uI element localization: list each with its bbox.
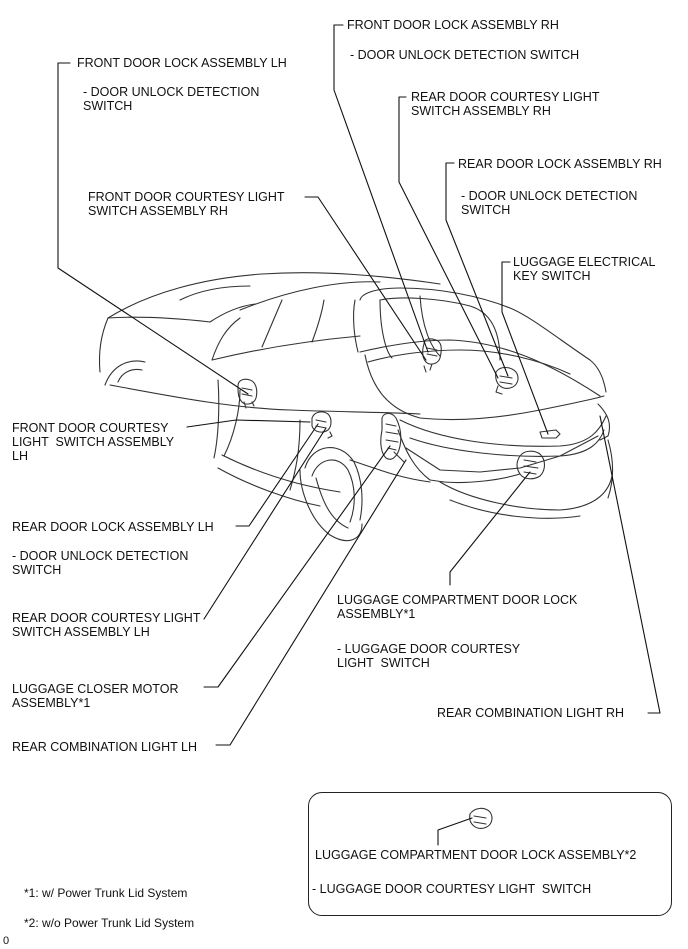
component-front-lock-rh: [422, 338, 442, 373]
label-front-door-lock-rh-sub: - DOOR UNLOCK DETECTION SWITCH: [350, 48, 580, 62]
label-rear-combination-light-lh: REAR COMBINATION LIGHT LH: [12, 740, 197, 754]
component-front-lock-lh: [237, 378, 258, 409]
label-front-door-lock-lh-sub: - DOOR UNLOCK DETECTION SWITCH: [83, 85, 260, 113]
label-rear-door-lock-rh: REAR DOOR LOCK ASSEMBLY RH: [458, 157, 662, 171]
label-front-door-lock-lh: FRONT DOOR LOCK ASSEMBLY LH: [77, 56, 287, 70]
footnote-1: *1: w/ Power Trunk Lid System: [24, 886, 188, 900]
inset-box-luggage-lock-2: [308, 792, 672, 916]
label-luggage-compartment-door-lock-1-sub: - LUGGAGE DOOR COURTESY LIGHT SWITCH: [337, 642, 521, 670]
component-luggage-closer: [380, 412, 405, 463]
label-rear-door-lock-lh-sub: - DOOR UNLOCK DETECTION SWITCH: [12, 549, 189, 577]
label-rear-combination-light-rh: REAR COMBINATION LIGHT RH: [437, 706, 625, 720]
component-rear-lock-rh: [495, 366, 519, 395]
component-rear-lock-lh: [311, 411, 333, 439]
label-luggage-closer-motor: LUGGAGE CLOSER MOTOR ASSEMBLY*1: [12, 682, 179, 710]
component-luggage-lock-2: [469, 807, 493, 829]
label-rear-door-courtesy-rh: REAR DOOR COURTESY LIGHT SWITCH ASSEMBLY…: [411, 90, 600, 118]
figure-id: 0: [3, 935, 10, 947]
label-rear-door-lock-rh-sub: - DOOR UNLOCK DETECTION SWITCH: [461, 189, 638, 217]
label-luggage-compartment-door-lock-1: LUGGAGE COMPARTMENT DOOR LOCK ASSEMBLY*1: [337, 593, 578, 621]
component-luggage-key-switch: [539, 429, 561, 439]
component-luggage-lock-1: [516, 450, 546, 480]
label-luggage-compartment-door-lock-2: LUGGAGE COMPARTMENT DOOR LOCK ASSEMBLY*2: [315, 848, 637, 862]
label-front-door-lock-rh: FRONT DOOR LOCK ASSEMBLY RH: [347, 18, 559, 32]
label-luggage-electrical-key-switch: LUGGAGE ELECTRICAL KEY SWITCH: [513, 255, 656, 283]
car-body: [98, 272, 614, 542]
label-front-door-courtesy-lh: FRONT DOOR COURTESY LIGHT SWITCH ASSEMBL…: [12, 421, 175, 463]
footnote-2: *2: w/o Power Trunk Lid System: [24, 916, 195, 930]
leader-lines: [57, 24, 661, 846]
label-front-door-courtesy-rh: FRONT DOOR COURTESY LIGHT SWITCH ASSEMBL…: [88, 190, 285, 218]
label-luggage-compartment-door-lock-2-sub: - LUGGAGE DOOR COURTESY LIGHT SWITCH: [312, 882, 592, 896]
label-rear-door-courtesy-lh: REAR DOOR COURTESY LIGHT SWITCH ASSEMBLY…: [12, 611, 201, 639]
label-rear-door-lock-lh: REAR DOOR LOCK ASSEMBLY LH: [12, 520, 214, 534]
